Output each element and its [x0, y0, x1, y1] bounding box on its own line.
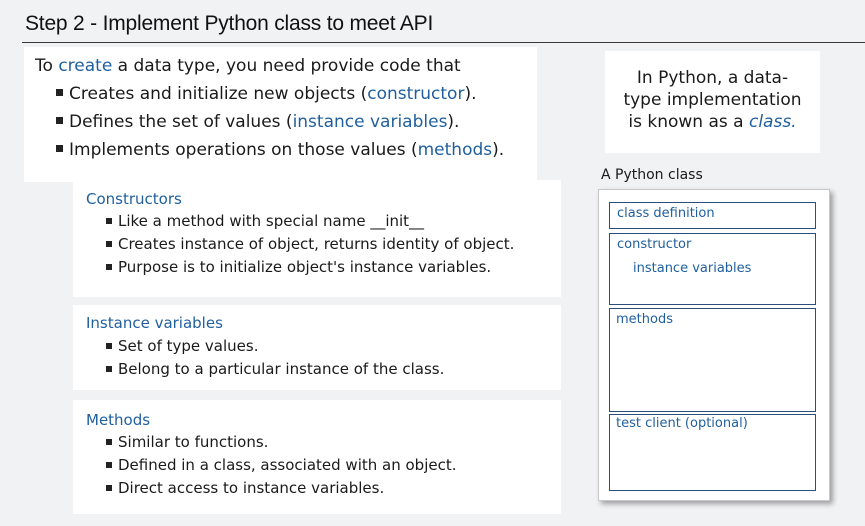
intro-item-keyword: methods — [417, 140, 493, 160]
intro-item-keyword: instance variables — [292, 112, 448, 132]
methods-box: Methods Similar to functions. Defined in… — [73, 400, 561, 514]
bullet-icon — [106, 366, 112, 372]
list-item-text: Direct access to instance variables. — [118, 479, 385, 497]
methods-list: Similar to functions. Defined in a class… — [106, 432, 456, 501]
bullet-icon — [106, 439, 112, 445]
class-definition-box: class definition — [609, 202, 816, 229]
note-line-text: is known as a — [628, 112, 749, 132]
test-client-box: test client (optional) — [609, 414, 816, 491]
intro-lead-suffix: a data type, you need provide code that — [112, 56, 461, 76]
intro-item: Creates and initialize new objects (cons… — [56, 83, 504, 111]
list-item: Like a method with special name __init__ — [106, 211, 514, 234]
methods-heading: Methods — [86, 411, 151, 429]
list-item: Defined in a class, associated with an o… — [106, 455, 456, 478]
intro-item-text: ). — [464, 84, 477, 104]
bullet-icon — [106, 264, 112, 270]
note-line: In Python, a data- — [636, 68, 789, 88]
bullet-icon — [56, 117, 63, 124]
methods-label: methods — [616, 312, 673, 327]
bullet-icon — [106, 343, 112, 349]
python-class-diagram: class definition constructor instance va… — [598, 189, 830, 501]
instance-variables-box: Instance variables Set of type values. B… — [73, 305, 561, 390]
note-keyword: class. — [748, 112, 797, 132]
instance-variables-heading: Instance variables — [86, 314, 223, 332]
instance-variables-list: Set of type values. Belong to a particul… — [106, 336, 444, 382]
constructors-list: Like a method with special name __init__… — [106, 211, 514, 280]
list-item-text: Purpose is to initialize object's instan… — [118, 258, 492, 276]
bullet-icon — [56, 145, 63, 152]
bullet-icon — [106, 462, 112, 468]
list-item-text: Creates instance of object, returns iden… — [118, 235, 515, 253]
title-divider — [22, 42, 865, 43]
list-item: Belong to a particular instance of the c… — [106, 359, 444, 382]
bullet-icon — [106, 485, 112, 491]
intro-lead-keyword: create — [58, 56, 113, 76]
constructor-label: constructor — [617, 237, 692, 252]
note-text: In Python, a data- type implementation i… — [605, 67, 820, 133]
intro-item-text: ). — [492, 140, 505, 160]
methods-diagram-box: methods — [609, 308, 816, 412]
note-line: type implementation — [623, 90, 802, 110]
list-item-text: Similar to functions. — [118, 433, 269, 451]
list-item-text: Like a method with special name __init__ — [118, 212, 425, 230]
constructor-box: constructor instance variables — [609, 233, 816, 305]
intro-item-text: ). — [447, 112, 460, 132]
intro-item-text: Creates and initialize new objects ( — [69, 84, 368, 104]
intro-lead: To create a data type, you need provide … — [35, 56, 461, 76]
intro-list: Creates and initialize new objects (cons… — [56, 83, 504, 167]
intro-item: Implements operations on those values (m… — [56, 139, 504, 167]
intro-item-keyword: constructor — [367, 84, 465, 104]
intro-item: Defines the set of values (instance vari… — [56, 111, 504, 139]
list-item: Purpose is to initialize object's instan… — [106, 257, 514, 280]
note-line: is known as a class. — [605, 111, 820, 133]
constructors-heading: Constructors — [86, 190, 182, 208]
list-item-text: Belong to a particular instance of the c… — [118, 360, 445, 378]
class-definition-label: class definition — [617, 206, 715, 221]
list-item: Similar to functions. — [106, 432, 456, 455]
list-item: Creates instance of object, returns iden… — [106, 234, 514, 257]
list-item: Direct access to instance variables. — [106, 478, 456, 501]
bullet-icon — [106, 218, 112, 224]
intro-item-text: Defines the set of values ( — [69, 112, 293, 132]
instance-variables-label: instance variables — [633, 261, 752, 276]
page-title: Step 2 - Implement Python class to meet … — [25, 12, 434, 35]
list-item: Set of type values. — [106, 336, 444, 359]
constructors-box: Constructors Like a method with special … — [73, 180, 561, 297]
list-item-text: Set of type values. — [118, 337, 259, 355]
list-item-text: Defined in a class, associated with an o… — [118, 456, 457, 474]
intro-lead-prefix: To — [35, 56, 59, 76]
intro-item-text: Implements operations on those values ( — [69, 140, 418, 160]
diagram-label: A Python class — [601, 167, 703, 183]
intro-panel: To create a data type, you need provide … — [24, 47, 537, 182]
python-class-note: In Python, a data- type implementation i… — [605, 51, 820, 153]
bullet-icon — [56, 89, 63, 96]
bullet-icon — [106, 241, 112, 247]
test-client-label: test client (optional) — [616, 416, 748, 431]
